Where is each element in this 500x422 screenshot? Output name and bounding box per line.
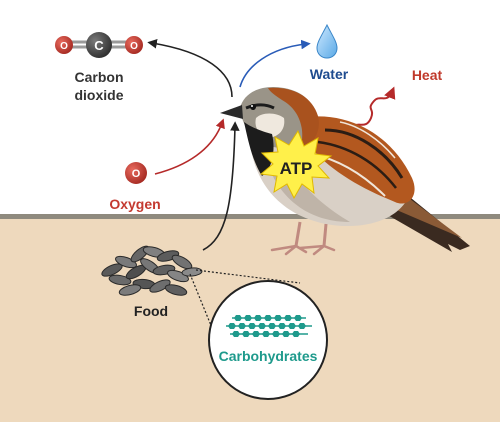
food-label: Food	[134, 303, 168, 319]
oxygen-atom-icon	[125, 162, 147, 184]
carbon-dioxide-label-line2: dioxide	[74, 87, 123, 103]
carbon-dioxide-label-line1: Carbon	[75, 69, 124, 85]
arrow-from-oxygen	[154, 118, 225, 175]
heat-wave-icon	[352, 86, 396, 128]
co2-oxygen-atom-right	[125, 36, 143, 54]
atp-burst-icon: ATP	[259, 129, 333, 200]
water-drop-icon	[316, 23, 338, 59]
co2-atom-label-c: C	[94, 38, 104, 53]
ground-line	[0, 214, 500, 219]
arrow-to-carbon-dioxide	[147, 39, 233, 98]
arrow-to-water	[239, 39, 311, 88]
co2-atom-label-o1: O	[60, 41, 68, 52]
co2-carbon-atom	[86, 32, 112, 58]
sunflower-seeds-icon	[101, 245, 203, 296]
oxygen-label: Oxygen	[109, 196, 160, 212]
heat-label: Heat	[412, 67, 443, 83]
water-label: Water	[310, 66, 349, 82]
co2-oxygen-atom-left	[55, 36, 73, 54]
carbohydrates-label: Carbohydrates	[219, 348, 318, 364]
zoom-circle	[208, 280, 328, 400]
carbon-dioxide-molecule-icon: O C O	[55, 32, 143, 58]
co2-atom-label-o2: O	[130, 41, 138, 52]
oxygen-atom-label: O	[132, 168, 141, 180]
atp-label: ATP	[280, 159, 313, 178]
carbohydrate-chain-icon	[226, 315, 312, 337]
zoom-line-right	[195, 269, 301, 284]
arrow-from-food	[202, 121, 240, 251]
